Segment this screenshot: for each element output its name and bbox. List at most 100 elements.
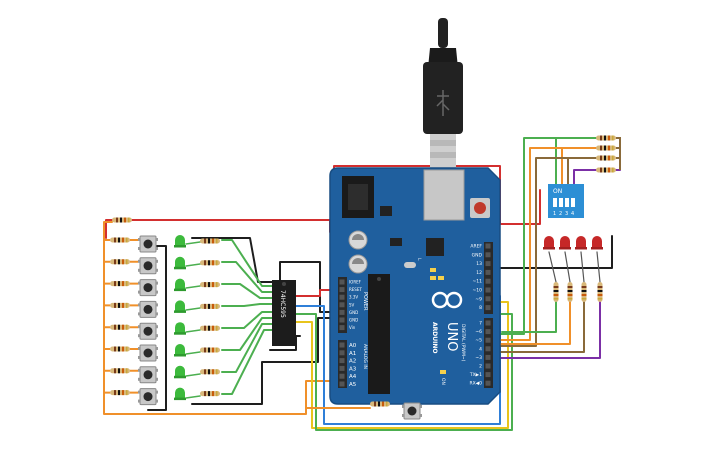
digital-pin[interactable] [485, 354, 491, 360]
pushbutton-icon[interactable] [137, 322, 159, 340]
resistor-icon [581, 282, 587, 302]
power-pin[interactable] [339, 302, 345, 308]
resistor-icon [596, 155, 616, 161]
digital-pin[interactable] [485, 296, 491, 302]
dip-res-rail [616, 137, 621, 170]
analog-pin[interactable] [339, 342, 345, 348]
digital-pin[interactable] [485, 337, 491, 343]
led-icon [575, 236, 587, 250]
digital-pin-label: AREF [470, 244, 482, 250]
analog-pin-label: A5 [349, 382, 357, 388]
wire-green-q2 [221, 261, 277, 293]
resistor-icon [200, 325, 220, 331]
digital-pin[interactable] [485, 278, 491, 284]
analog-pin-label: A0 [349, 343, 357, 349]
digital-pin[interactable] [485, 269, 491, 275]
digital-pin[interactable] [485, 287, 491, 293]
power-pin[interactable] [339, 279, 345, 285]
resistor-icon [553, 282, 559, 302]
resistor-icon [110, 281, 130, 287]
power-pin[interactable] [339, 309, 345, 315]
analog-section-label: ANALOG IN [362, 344, 368, 369]
resistor-icon [110, 259, 130, 265]
digital-pin[interactable] [485, 329, 491, 335]
pushbutton-icon[interactable] [401, 402, 423, 420]
digital-pin[interactable] [485, 363, 491, 369]
wire-brown-led3 [495, 301, 585, 353]
resistor-icon [112, 217, 132, 223]
analog-pin[interactable] [339, 358, 345, 364]
digital-pin-label: ~9 [475, 296, 482, 302]
digital-pin[interactable] [485, 346, 491, 352]
led-icon [174, 278, 186, 292]
power-pin[interactable] [339, 317, 345, 323]
board-brand: ARDUINO [431, 322, 438, 353]
power-pin[interactable] [339, 287, 345, 293]
wire-green-q1 [221, 239, 277, 287]
chip-icon [368, 274, 390, 394]
led-icon [174, 256, 186, 270]
reset-button-icon[interactable] [470, 198, 490, 218]
arduino-board[interactable]: ARDUINO UNO L ON IOREFRESET3.3V5VGNDGNDV… [329, 167, 501, 405]
pushbutton-icon[interactable] [137, 300, 159, 318]
wire-green-sr [295, 313, 513, 431]
board-name: UNO [444, 322, 459, 351]
resistor-icon [110, 390, 130, 396]
digital-pin[interactable] [485, 252, 491, 258]
wire-purple-led4 [495, 301, 601, 359]
shift-register-label: 74HC595 [279, 290, 286, 318]
analog-pin[interactable] [339, 350, 345, 356]
digital-header-bottom[interactable] [484, 318, 493, 388]
dip-on-label: ON [553, 188, 562, 195]
arduino-logo-icon [431, 291, 463, 309]
pushbutton-icon[interactable] [137, 257, 159, 275]
small-chip-3 [390, 238, 402, 246]
wire-green-q6 [221, 317, 277, 351]
wire-black-gnd-3 [191, 317, 337, 405]
digital-pin[interactable] [485, 305, 491, 311]
resistor-icon [596, 135, 616, 141]
wire-green-q3 [221, 283, 277, 299]
digital-pin-label: 13 [476, 261, 482, 267]
analog-pin[interactable] [339, 381, 345, 387]
digital-pin[interactable] [485, 243, 491, 249]
power-pin-label: 5V [349, 302, 355, 307]
pushbutton-icon[interactable] [137, 235, 159, 253]
wires [103, 137, 621, 431]
left-pushbuttons [137, 235, 159, 406]
power-pin-label: RESET [349, 287, 362, 292]
power-pin[interactable] [339, 325, 345, 331]
board-led-rx [438, 276, 444, 280]
board-on-label: ON [440, 378, 446, 385]
digital-pin-label: RX◀0 [469, 381, 482, 387]
pushbutton-icon[interactable] [137, 366, 159, 384]
analog-pin-label: A2 [349, 359, 356, 365]
digital-pin[interactable] [485, 372, 491, 378]
resistor-icon [200, 260, 220, 266]
analog-pin[interactable] [339, 373, 345, 379]
power-pin-label: IOREF [349, 280, 362, 285]
power-pin-label: GND [349, 318, 358, 323]
wire-res-led-links [185, 241, 201, 399]
digital-pin[interactable] [485, 380, 491, 386]
led-icon [591, 236, 603, 250]
analog-header[interactable] [338, 340, 347, 388]
dip-switch-icon[interactable]: ON 1 2 3 4 [548, 184, 584, 218]
led-icon [174, 300, 186, 313]
pushbutton-icon[interactable] [137, 388, 159, 406]
digital-pin[interactable] [485, 261, 491, 267]
small-chip-1 [380, 206, 392, 216]
usb-port [423, 169, 465, 221]
digital-pin[interactable] [485, 320, 491, 326]
pushbutton-icon[interactable] [137, 344, 159, 362]
power-pin[interactable] [339, 294, 345, 300]
shift-register-chip[interactable]: 74HC595 [272, 280, 296, 346]
power-pin-label: GND [349, 310, 358, 315]
analog-pin[interactable] [339, 365, 345, 371]
pushbutton-icon[interactable] [137, 279, 159, 297]
analog-pin-label: A3 [349, 366, 357, 372]
digital-pin-label: 4 [479, 346, 482, 352]
led-resistors [200, 238, 220, 397]
digital-header-top[interactable] [484, 242, 493, 314]
